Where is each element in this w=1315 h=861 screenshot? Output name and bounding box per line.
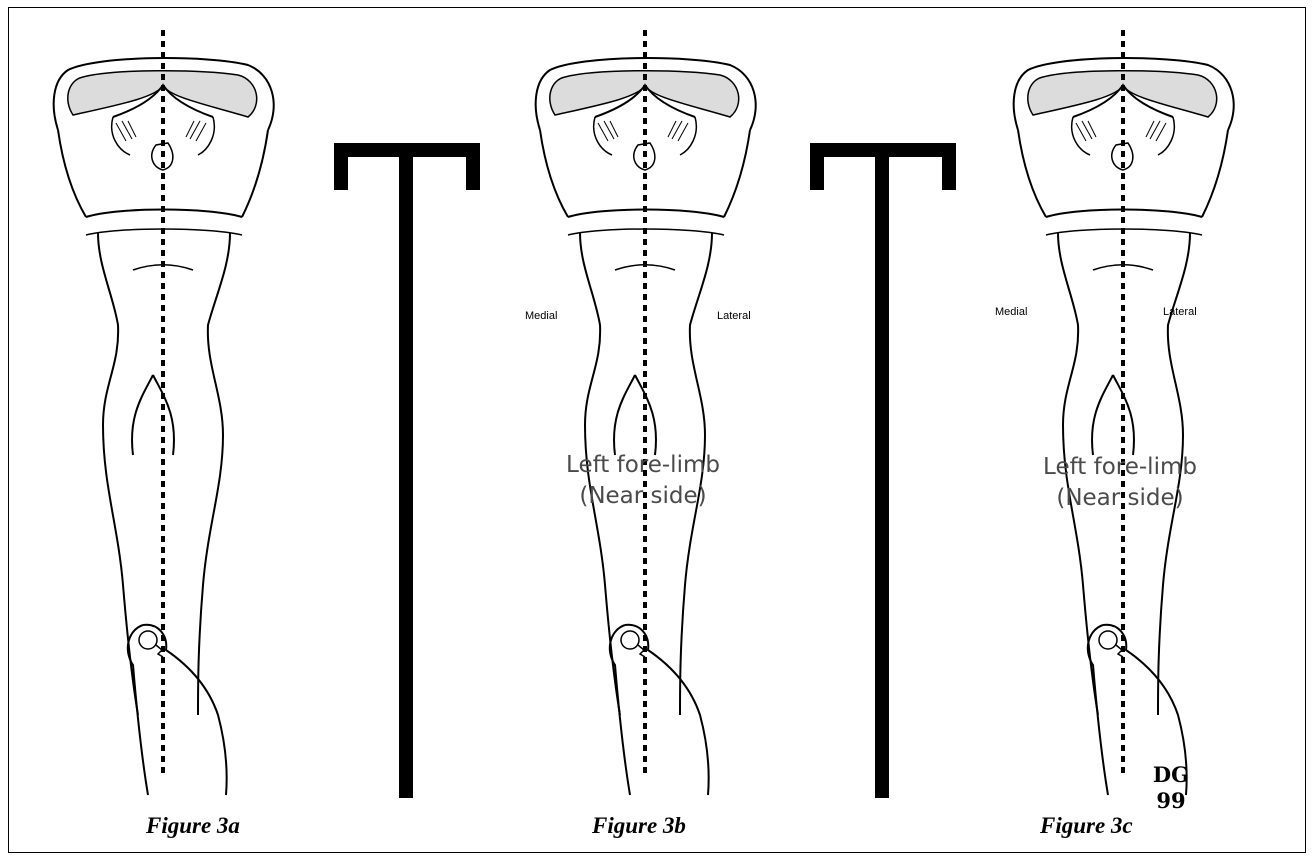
signature-initials: DG <box>1146 762 1196 788</box>
lateral-label-3c: Lateral <box>1163 306 1197 318</box>
limb-label-line2: (Near side) <box>1010 483 1230 514</box>
artist-signature: DG 99 <box>1146 762 1196 814</box>
t-square-1 <box>334 143 480 798</box>
limb-drawing-3a <box>54 30 274 795</box>
signature-year: 99 <box>1146 788 1196 814</box>
caption-figure-3c: Figure 3c <box>1040 813 1133 839</box>
medial-label-3b: Medial <box>525 310 557 322</box>
caption-figure-3b: Figure 3b <box>592 813 686 839</box>
limb-label-line1: Left fore-limb <box>1010 452 1230 483</box>
limb-drawing-3c <box>1014 30 1234 795</box>
medial-label-3c: Medial <box>995 306 1027 318</box>
limb-label-line2: (Near side) <box>533 481 753 512</box>
limb-drawing-3b <box>536 30 756 795</box>
t-square-2 <box>810 143 956 798</box>
caption-figure-3a: Figure 3a <box>146 813 240 839</box>
limb-label-3b: Left fore-limb (Near side) <box>533 450 753 512</box>
lateral-label-3b: Lateral <box>717 310 751 322</box>
limb-label-3c: Left fore-limb (Near side) <box>1010 452 1230 514</box>
limb-label-line1: Left fore-limb <box>533 450 753 481</box>
